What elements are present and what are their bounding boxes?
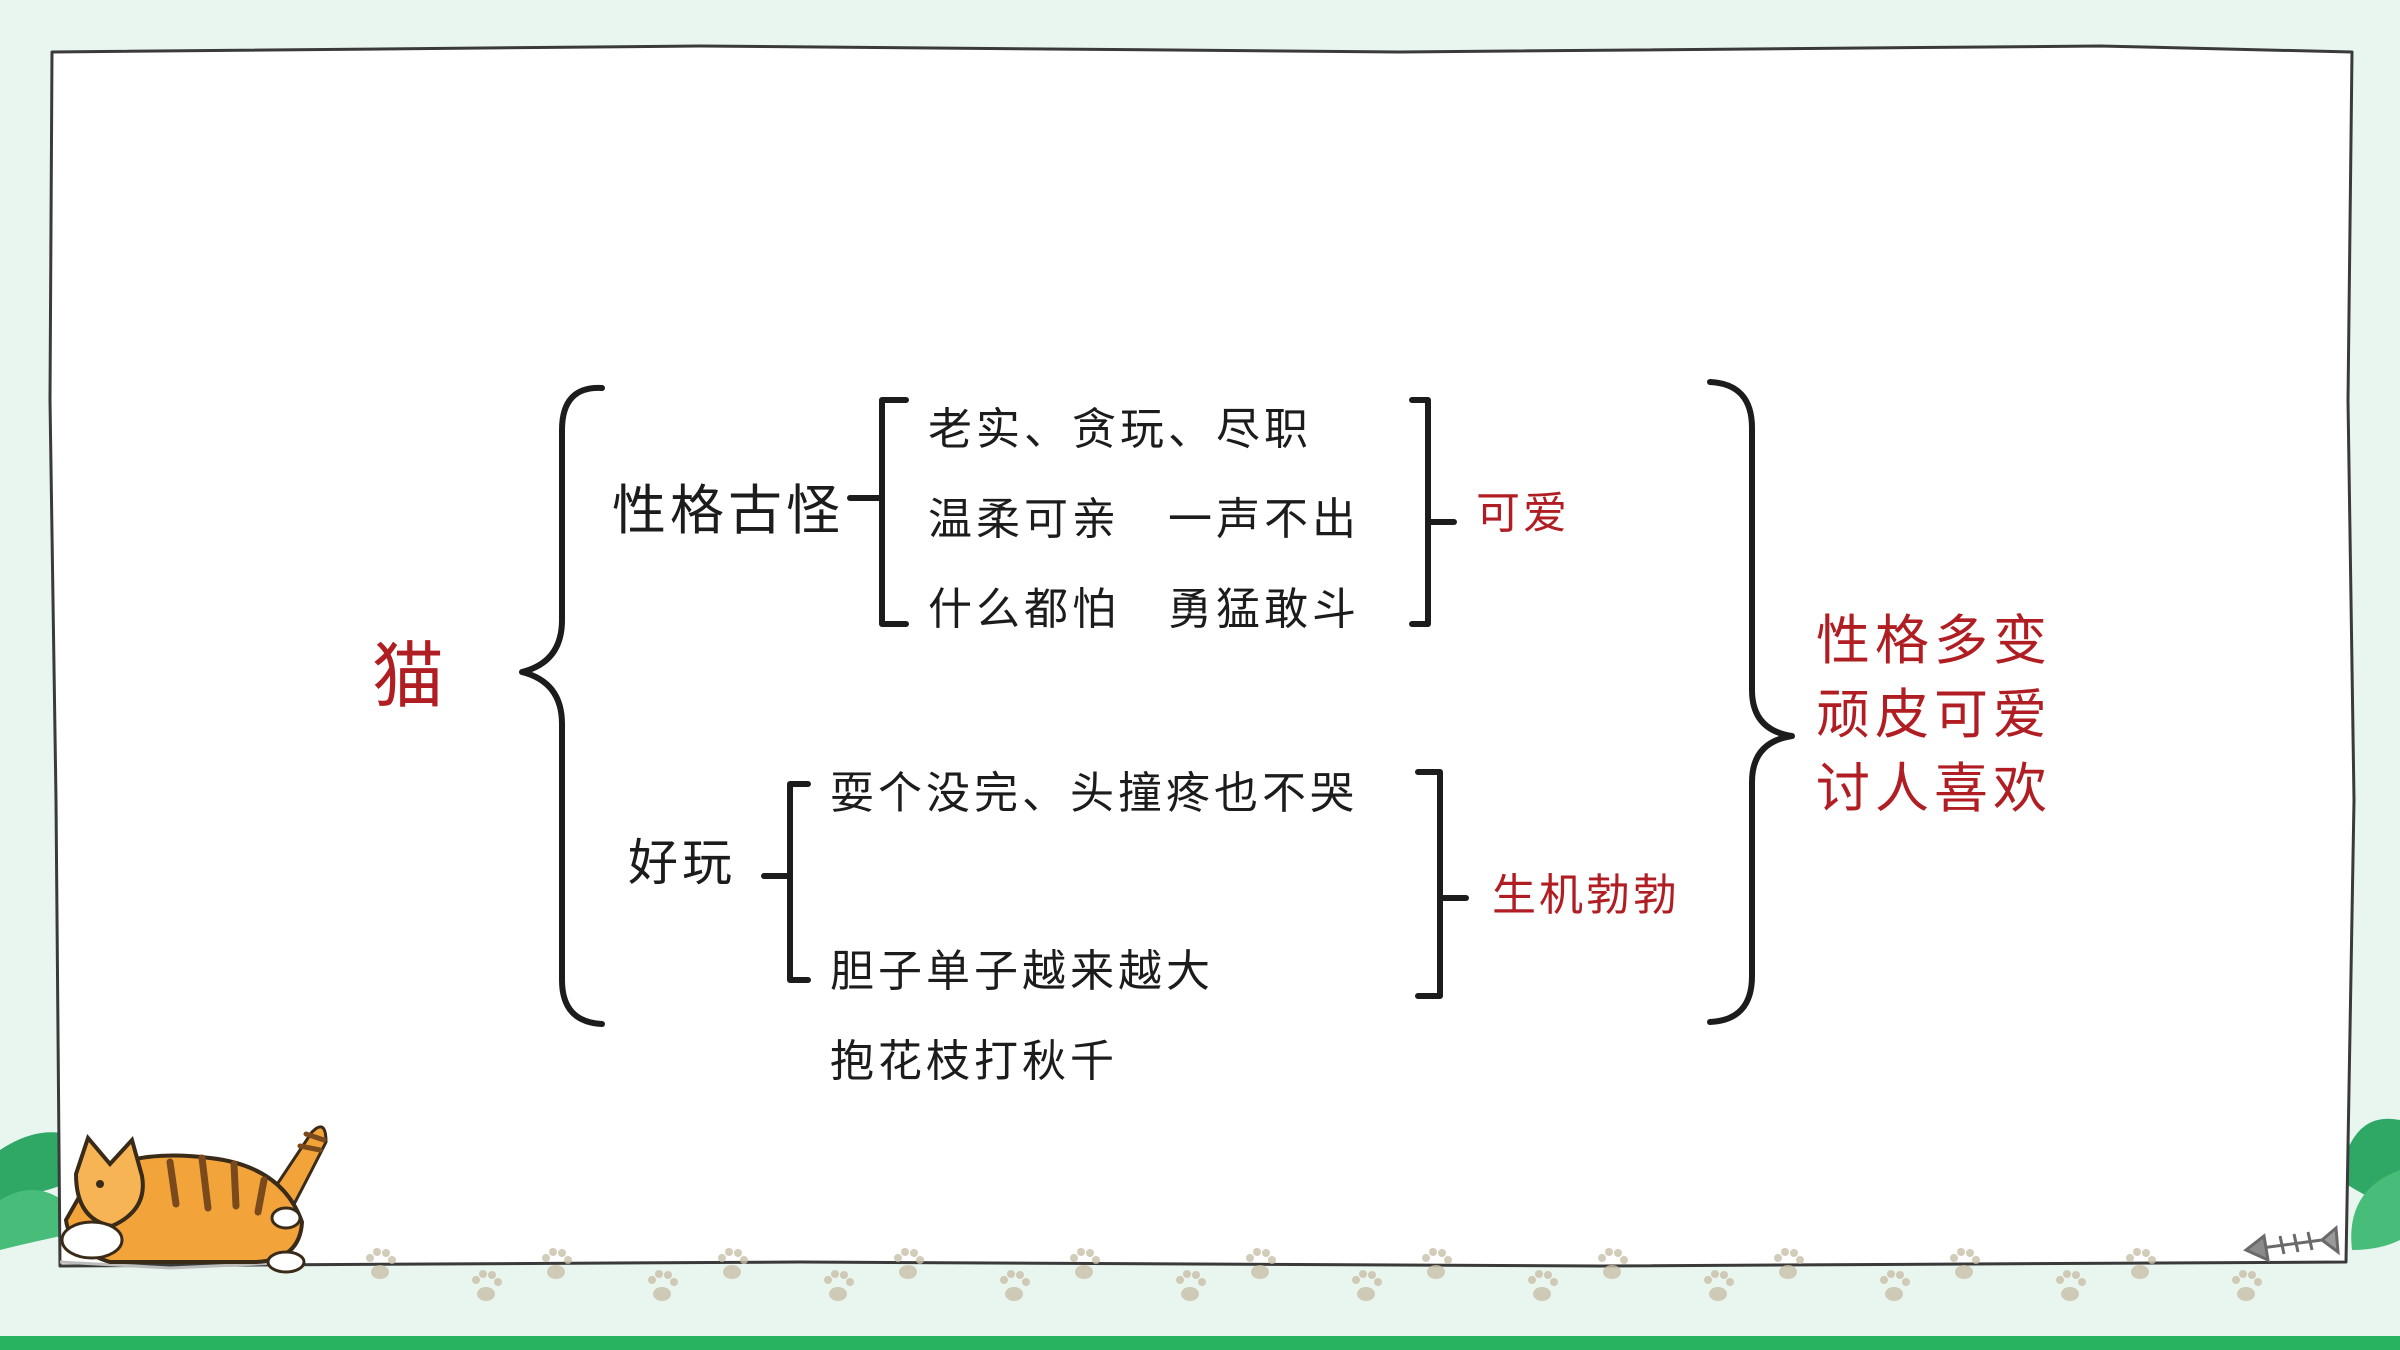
- paw-print-icon: [1070, 1248, 1100, 1279]
- branch1-item: 温柔可亲 一声不出: [928, 494, 1360, 545]
- paw-print-icon: [2126, 1248, 2156, 1279]
- fish-bone-icon: [2243, 1224, 2340, 1263]
- paw-print-icon: [648, 1270, 678, 1301]
- paw-print-icon: [1950, 1248, 1980, 1279]
- conclusion-line: 讨人喜欢: [1816, 757, 2052, 820]
- branch2-item: 抱花枝打秋千: [830, 1036, 1118, 1087]
- running-cat-illustration: [59, 1125, 328, 1274]
- paw-print-icon: [1000, 1270, 1030, 1301]
- conclusion-line: 顽皮可爱: [1816, 683, 2052, 746]
- branch2-left-bracket: [787, 781, 811, 983]
- paw-print-icon: [1880, 1270, 1910, 1301]
- paw-print-trail: [366, 1248, 2262, 1301]
- paw-print-icon: [366, 1248, 396, 1279]
- branch-label-personality: 性格古怪: [612, 479, 844, 542]
- paw-print-icon: [2056, 1270, 2086, 1301]
- green-ground-strip: [0, 1336, 2400, 1350]
- paw-print-icon: [1528, 1270, 1558, 1301]
- paw-print-icon: [2232, 1270, 2262, 1301]
- paw-print-icon: [1774, 1248, 1804, 1279]
- paw-print-icon: [1704, 1270, 1734, 1301]
- paw-print-icon: [472, 1270, 502, 1301]
- branch2-item: 胆子单子越来越大: [830, 946, 1214, 997]
- white-panel: [48, 44, 2356, 1268]
- branch1-right-bracket: [1409, 397, 1431, 627]
- main-left-brace: [519, 384, 605, 1027]
- branch1-left-bracket: [879, 397, 909, 627]
- leaf-decoration-right: [2340, 1118, 2400, 1250]
- branch1-item: 什么都怕 勇猛敢斗: [928, 584, 1360, 635]
- branch2-item: 耍个没完、头撞疼也不哭: [830, 768, 1358, 819]
- branch1-summary: 可爱: [1476, 488, 1570, 539]
- conclusion-line: 性格多变: [1816, 609, 2052, 672]
- branch2-right-bracket: [1415, 769, 1443, 999]
- branch1-item: 老实、贪玩、尽职: [928, 404, 1312, 455]
- paw-print-icon: [1176, 1270, 1206, 1301]
- paw-print-icon: [824, 1270, 854, 1301]
- diagram-title: 猫: [372, 634, 445, 718]
- conclusion-right-brace: [1707, 379, 1795, 1025]
- paw-print-icon: [542, 1248, 572, 1279]
- paw-print-icon: [1352, 1270, 1382, 1301]
- paw-print-icon: [894, 1248, 924, 1279]
- branch-label-playful: 好玩: [628, 834, 736, 892]
- paw-print-icon: [1598, 1248, 1628, 1279]
- paw-print-icon: [718, 1248, 748, 1279]
- paw-print-icon: [1422, 1248, 1452, 1279]
- branch2-summary: 生机勃勃: [1492, 870, 1680, 921]
- paw-print-icon: [1246, 1248, 1276, 1279]
